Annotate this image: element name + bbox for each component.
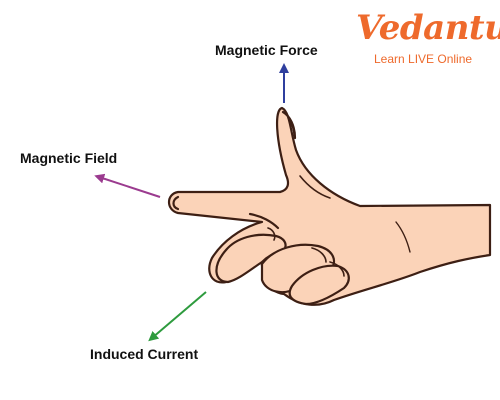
induced-current-arrow: [148, 291, 207, 342]
logo-wordmark: Vedantu: [356, 8, 500, 48]
magnetic-field-arrow: [94, 173, 161, 198]
hand: [167, 106, 492, 306]
magnetic-force-label: Magnetic Force: [215, 42, 318, 58]
induced-current-label: Induced Current: [90, 346, 199, 362]
magnetic-field-label: Magnetic Field: [20, 150, 118, 166]
brand-logo: Vedantu Learn LIVE Online: [356, 8, 500, 72]
logo-tagline: Learn LIVE Online: [374, 52, 473, 66]
